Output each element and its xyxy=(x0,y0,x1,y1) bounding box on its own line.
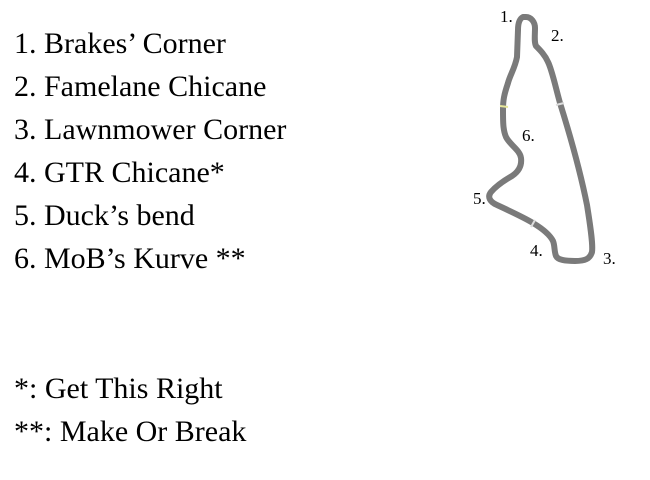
footnotes: *: Get This Right **: Make Or Break xyxy=(14,367,246,453)
sector-marker xyxy=(530,219,536,228)
corner-list: 1. Brakes’ Corner 2. Famelane Chicane 3.… xyxy=(14,22,286,280)
start-marker xyxy=(499,105,509,108)
corner-label-6: 6. xyxy=(522,126,535,145)
track-outline xyxy=(486,14,596,264)
corner-item: 6. MoB’s Kurve ** xyxy=(14,242,246,275)
corner-label-3: 3. xyxy=(603,249,616,268)
corner-label-1: 1. xyxy=(500,7,513,26)
corner-item: 4. GTR Chicane* xyxy=(14,156,225,189)
corner-item: 3. Lawnmower Corner xyxy=(14,113,287,146)
corner-item: 1. Brakes’ Corner xyxy=(14,27,226,60)
corner-label-4: 4. xyxy=(530,241,543,260)
corner-label-5: 5. xyxy=(473,189,486,208)
corner-item: 2. Famelane Chicane xyxy=(14,70,267,103)
footnote: *: Get This Right xyxy=(14,372,223,405)
corner-label-2: 2. xyxy=(551,26,564,45)
corner-item: 5. Duck’s bend xyxy=(14,199,195,232)
sector-marker xyxy=(555,102,565,106)
footnote: **: Make Or Break xyxy=(14,415,247,448)
